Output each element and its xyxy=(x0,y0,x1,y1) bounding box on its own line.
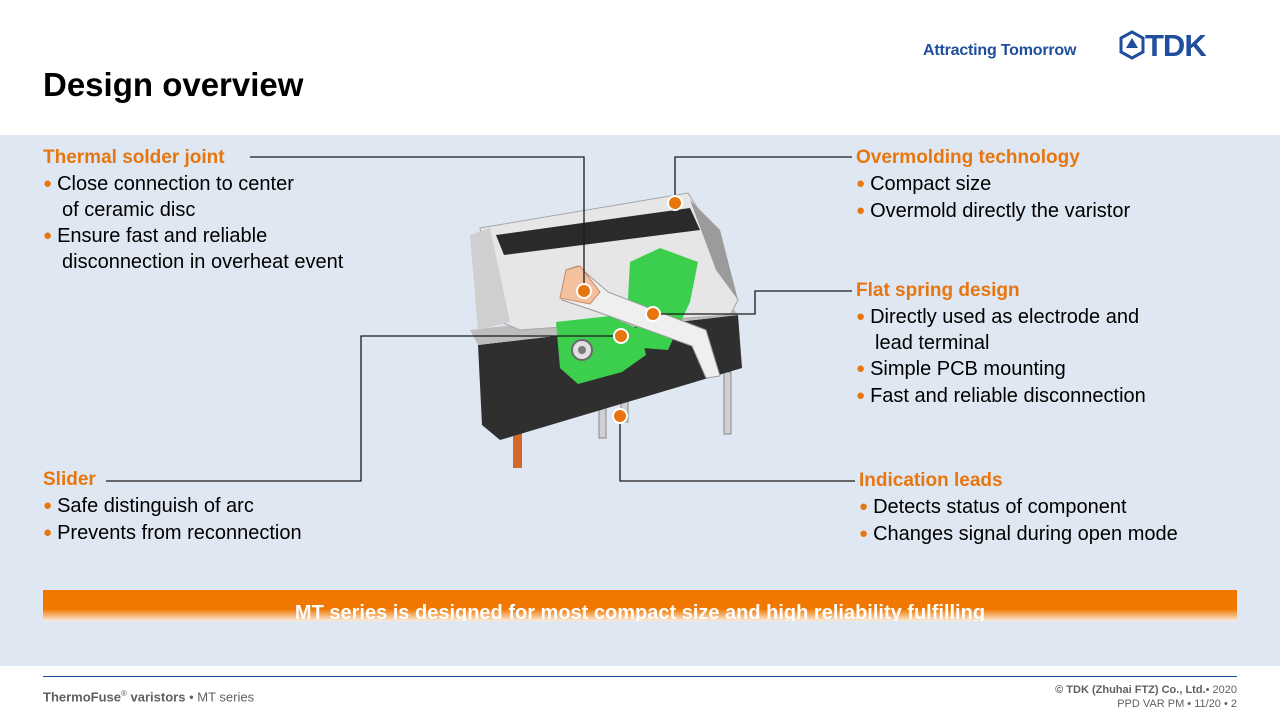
callout-heading: Slider xyxy=(43,469,96,490)
marker-flat-spring xyxy=(645,306,661,322)
summary-banner: MT series is designed for most compact s… xyxy=(43,590,1237,621)
callout-bullet-continued: lead terminal xyxy=(875,331,990,354)
callout-bullet: ●Detects status of component xyxy=(859,496,1127,518)
footer-product-name: ThermoFuse xyxy=(43,689,122,705)
bullet-dot-icon: ● xyxy=(43,227,53,244)
marker-thermal-joint xyxy=(576,283,592,299)
bullet-dot-icon: ● xyxy=(856,308,866,325)
callout-flat-spring: Flat spring design ●Directly used as ele… xyxy=(856,280,1146,409)
callout-markers xyxy=(576,195,683,424)
callout-bullet-continued: of ceramic disc xyxy=(62,198,196,221)
footer-product-type: varistors xyxy=(126,689,186,705)
marker-slider xyxy=(613,328,629,344)
footer-registered-mark: ® xyxy=(121,689,127,698)
footer-separator: • xyxy=(185,689,198,705)
callout-bullet: ●Close connection to center xyxy=(43,173,294,195)
bullet-dot-icon: ● xyxy=(856,201,866,219)
callout-heading: Thermal solder joint xyxy=(43,147,225,168)
callout-bullet: ●Overmold directly the varistor xyxy=(856,199,1131,222)
footer-copyright-holder: © TDK (Zhuhai FTZ) Co., Ltd. xyxy=(1055,684,1206,696)
callout-thermal-joint: Thermal solder joint ●Close connection t… xyxy=(43,147,343,275)
bullet-dot-icon: ● xyxy=(856,386,866,404)
callout-heading: Overmolding technology xyxy=(856,147,1080,168)
footer-product-line: ThermoFuse® varistors • MT series xyxy=(43,689,254,704)
footer-page-info: PPD VAR PM • 11/20 • 2 xyxy=(1117,698,1237,710)
callout-indication-leads: Indication leads ●Detects status of comp… xyxy=(859,470,1178,547)
tdk-logo-icon xyxy=(1119,30,1145,60)
callout-bullet: ●Directly used as electrode and xyxy=(856,306,1140,328)
callout-bullet: ●Fast and reliable disconnection xyxy=(856,384,1146,407)
bullet-dot-icon: ● xyxy=(43,523,53,541)
brand-tagline: Attracting Tomorrow xyxy=(923,42,1077,59)
callout-bullet: ●Changes signal during open mode xyxy=(859,522,1178,545)
callout-overmolding: Overmolding technology ●Compact size ●Ov… xyxy=(856,147,1130,224)
footer-copyright: © TDK (Zhuhai FTZ) Co., Ltd.• 2020 xyxy=(1055,684,1237,696)
leader-lines xyxy=(106,156,855,482)
callout-bullet: ●Safe distinguish of arc xyxy=(43,495,254,517)
bullet-dot-icon: ● xyxy=(43,497,53,514)
callout-bullet-continued: disconnection in overheat event xyxy=(62,250,344,273)
bullet-dot-icon: ● xyxy=(856,175,866,192)
footer-divider xyxy=(43,676,1237,677)
marker-indication-leads xyxy=(612,408,628,424)
tdk-logo-text: TDK xyxy=(1145,28,1207,63)
banner-fade xyxy=(43,609,1237,621)
marker-overmolding xyxy=(667,195,683,211)
bullet-dot-icon: ● xyxy=(859,524,869,542)
footer-series: MT series xyxy=(197,689,255,705)
callout-bullet: ●Prevents from reconnection xyxy=(43,521,302,544)
bullet-dot-icon: ● xyxy=(856,360,866,377)
footer-year: • 2020 xyxy=(1205,684,1237,696)
callout-bullet: ●Simple PCB mounting xyxy=(856,358,1066,380)
page-title: Design overview xyxy=(43,66,304,103)
bullet-dot-icon: ● xyxy=(859,498,869,515)
callout-slider: Slider ●Safe distinguish of arc ●Prevent… xyxy=(43,469,302,546)
callout-bullet: ●Ensure fast and reliable xyxy=(43,225,268,247)
callout-bullet: ●Compact size xyxy=(856,173,992,195)
callout-heading: Indication leads xyxy=(859,470,1003,491)
bullet-dot-icon: ● xyxy=(43,175,53,192)
callout-heading: Flat spring design xyxy=(856,280,1020,301)
